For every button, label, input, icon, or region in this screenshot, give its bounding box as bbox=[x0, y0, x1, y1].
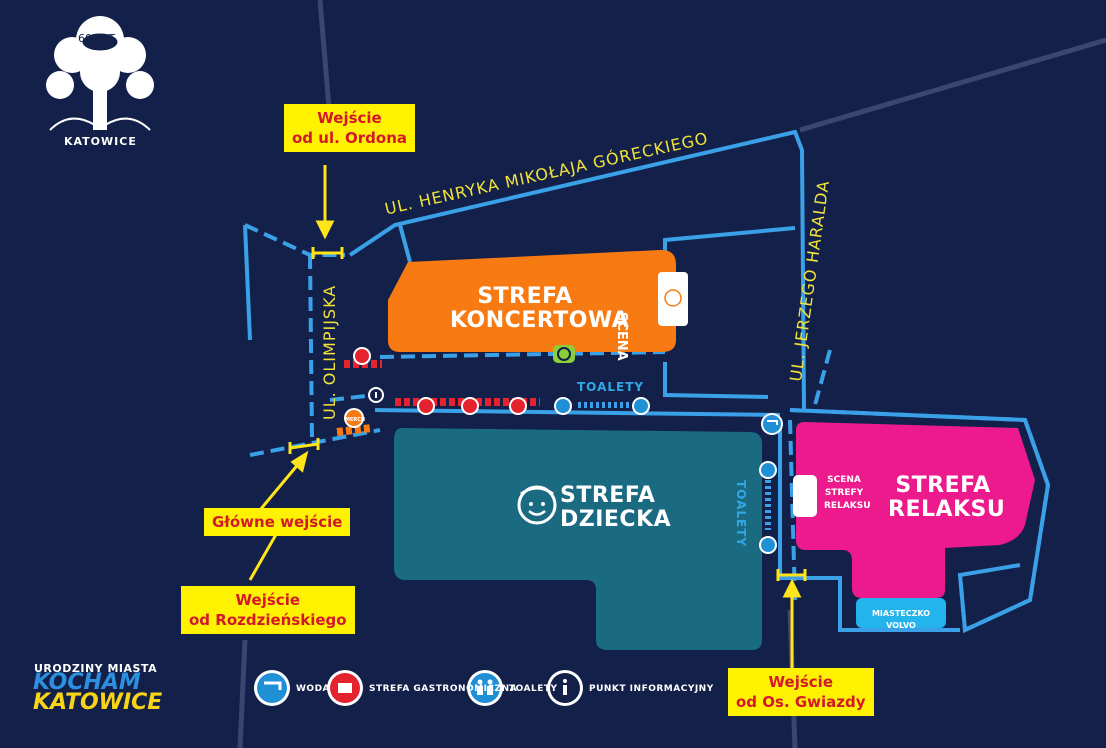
logo-top-text: 60 LAT bbox=[78, 32, 116, 45]
logo-bottom-text: KATOWICE bbox=[64, 135, 137, 148]
gastro-markers bbox=[353, 347, 527, 415]
background-road bbox=[237, 639, 248, 748]
accessibility-marker bbox=[553, 345, 575, 363]
miasteczko-volvo-shape bbox=[856, 598, 946, 628]
toilets-side-label: TOALETY bbox=[734, 480, 748, 548]
legend-icons bbox=[254, 670, 583, 706]
stage-block bbox=[658, 272, 688, 326]
zone-dziecka-label: STREFA DZIECKA bbox=[560, 483, 672, 532]
info-marker bbox=[368, 387, 384, 403]
dashed-paths bbox=[244, 223, 1051, 634]
street-olimpijska: UL. OLIMPIJSKA bbox=[320, 284, 339, 420]
background-road bbox=[317, 0, 333, 121]
toilets-top-label: TOALETY bbox=[577, 380, 645, 394]
stage-relaksu-label: SCENA STREFY RELAKSU bbox=[824, 475, 871, 511]
gates bbox=[288, 247, 807, 581]
tree-logo-icon bbox=[46, 16, 154, 131]
miasteczko-volvo-label: MIASTECZKO VOLVO bbox=[871, 609, 931, 630]
legend-woda: WODA bbox=[296, 684, 331, 694]
stage-relaksu-block bbox=[793, 475, 817, 517]
water-marker bbox=[761, 413, 783, 435]
zone-koncertowa-label: STREFA KONCERTOWA bbox=[450, 284, 630, 333]
stage-label: SCENA bbox=[614, 312, 629, 361]
merch-label: MERCH bbox=[345, 417, 366, 423]
brand-line2: KOCHAM bbox=[33, 670, 141, 695]
merch-strip bbox=[336, 424, 373, 436]
brand-line1: URODZINY MIASTA bbox=[34, 662, 158, 675]
toilet-markers bbox=[554, 397, 777, 554]
entrance-rozdzienskiego: Wejście od Rozdzieńskiego bbox=[181, 586, 355, 634]
legend-info: PUNKT INFORMACYJNY bbox=[589, 684, 714, 694]
zone-dziecka-shape bbox=[394, 428, 762, 650]
zone-relaksu-shape bbox=[796, 422, 1035, 598]
entrance-ordona: Wejście od ul. Ordona bbox=[284, 104, 415, 152]
background-road bbox=[799, 37, 1106, 133]
entrance-main: Główne wejście bbox=[204, 508, 351, 536]
zone-relaksu-label: STREFA RELAKSU bbox=[888, 473, 1006, 522]
legend-toalety: TOALETY bbox=[509, 684, 558, 694]
brand-line3: KATOWICE bbox=[33, 690, 163, 715]
legend-gastro: STREFA GASTRONOMICZNA bbox=[369, 684, 518, 694]
entrance-gwiazdy: Wejście od Os. Gwiazdy bbox=[728, 668, 874, 716]
smiley-icon bbox=[517, 485, 557, 525]
zone-koncertowa-shape bbox=[388, 249, 676, 352]
